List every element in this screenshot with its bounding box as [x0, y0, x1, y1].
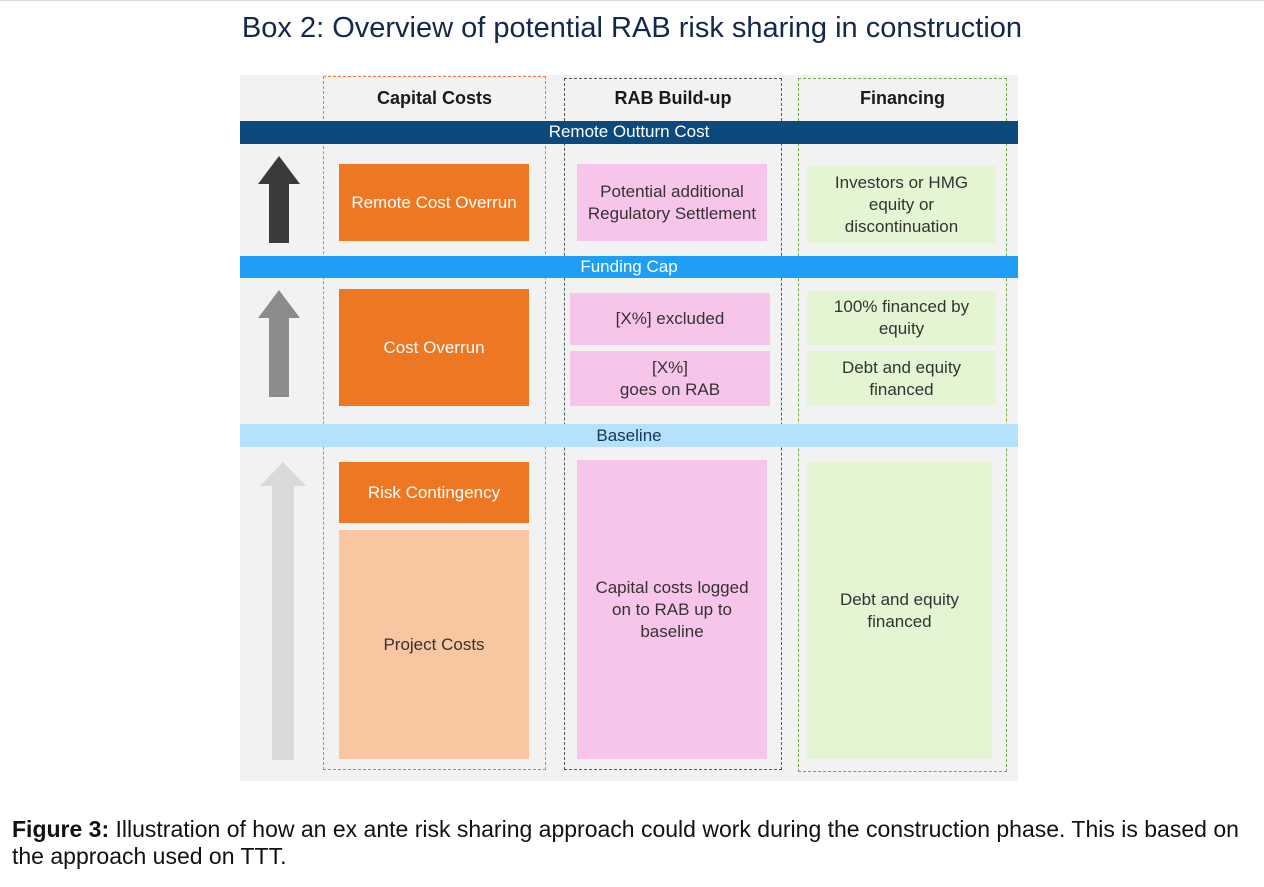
capital-logged-cell: Capital costs logged on to RAB up to bas… — [577, 460, 767, 759]
grey-up-arrow-icon — [258, 290, 300, 397]
dark-up-arrow-icon — [258, 156, 300, 243]
investors-hmg-cell: Investors or HMG equity or discontinuati… — [807, 166, 996, 243]
on-rab-percent: [X%] — [652, 357, 688, 377]
caption-label: Figure 3: — [12, 816, 110, 842]
capital-costs-header: Capital Costs — [376, 88, 493, 108]
equity-financed-cell: 100% financed by equity — [807, 291, 996, 345]
remote-outturn-cost-band: Remote Outturn Cost — [240, 121, 1018, 144]
debt-equity-mid-cell: Debt and equity financed — [807, 351, 996, 406]
project-costs-cell: Project Costs — [339, 530, 529, 759]
light-up-arrow-icon — [260, 462, 306, 760]
box-title: Box 2: Overview of potential RAB risk sh… — [241, 12, 1023, 44]
debt-equity-low-cell: Debt and equity financed — [807, 462, 992, 759]
funding-cap-band: Funding Cap — [240, 256, 1018, 278]
remote-cost-overrun-cell: Remote Cost Overrun — [339, 164, 529, 241]
top-rule — [0, 0, 1264, 1]
risk-contingency-cell: Risk Contingency — [339, 462, 529, 523]
on-rab-share-cell: [X%] goes on RAB — [570, 351, 770, 406]
financing-header: Financing — [860, 88, 945, 108]
regulatory-settlement-cell: Potential additional Regulatory Settleme… — [577, 164, 767, 241]
excluded-share-cell: [X%] excluded — [570, 293, 770, 345]
baseline-band: Baseline — [240, 424, 1018, 447]
on-rab-text: goes on RAB — [619, 379, 721, 399]
caption-text: Illustration of how an ex ante risk shar… — [12, 816, 1239, 869]
cost-overrun-cell: Cost Overrun — [339, 289, 529, 406]
capital-costs-column-frame — [323, 76, 546, 770]
rab-buildup-header: RAB Build-up — [614, 88, 732, 108]
figure-caption: Figure 3: Illustration of how an ex ante… — [12, 816, 1262, 870]
